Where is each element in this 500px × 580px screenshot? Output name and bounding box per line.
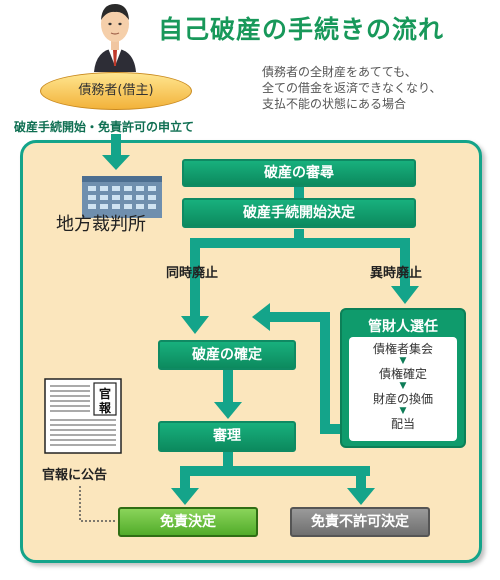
description-line: 全ての借金を返済できなくなり、 xyxy=(262,81,442,95)
court-label: 地方裁判所 xyxy=(56,214,146,235)
debtor-label: 債務者(借主) xyxy=(40,72,192,110)
svg-text:官: 官 xyxy=(99,386,111,401)
discharge-decision-box: 免責決定 xyxy=(118,507,258,537)
examination-box: 破産の審尋 xyxy=(182,159,416,187)
trustee-step: 債権確定 xyxy=(378,367,427,381)
page-title: 自己破産の手続きの流れ xyxy=(158,15,445,44)
description-line: 支払不能の状態にある場合 xyxy=(262,97,407,111)
simultaneous-abolition-label: 同時廃止 xyxy=(166,266,219,281)
down-triangle-icon: ▼ xyxy=(399,356,407,366)
finalization-box: 破産の確定 xyxy=(158,340,296,370)
person-icon xyxy=(94,4,136,72)
separate-abolition-label: 異時廃止 xyxy=(370,266,423,281)
court-building-icon xyxy=(82,176,162,218)
petition-label: 破産手続開始・免責許可の申立て xyxy=(14,120,195,134)
commencement-box: 破産手続開始決定 xyxy=(182,198,416,228)
description-line: 債務者の全財産をあてても、 xyxy=(262,65,417,79)
trustee-step: 財産の換価 xyxy=(372,392,433,406)
gazette-newspaper-icon: 官 報 xyxy=(44,378,122,454)
trustee-title: 管財人選任 xyxy=(368,319,438,335)
trustee-steps: 債権者集会 ▼ 債権確定 ▼ 財産の換価 ▼ 配当 xyxy=(349,337,457,441)
case-description: 債務者の全財産をあてても、 全ての借金を返済できなくなり、 支払不能の状態にある… xyxy=(262,64,497,112)
svg-text:報: 報 xyxy=(99,400,112,415)
hearing-box: 審理 xyxy=(158,421,296,452)
discharge-denied-box: 免責不許可決定 xyxy=(290,507,430,537)
trustee-step: 配当 xyxy=(390,417,415,431)
down-triangle-icon: ▼ xyxy=(399,381,407,391)
gazette-label: 官報に公告 xyxy=(42,468,108,483)
trustee-step: 債権者集会 xyxy=(372,342,433,356)
down-triangle-icon: ▼ xyxy=(399,406,407,416)
